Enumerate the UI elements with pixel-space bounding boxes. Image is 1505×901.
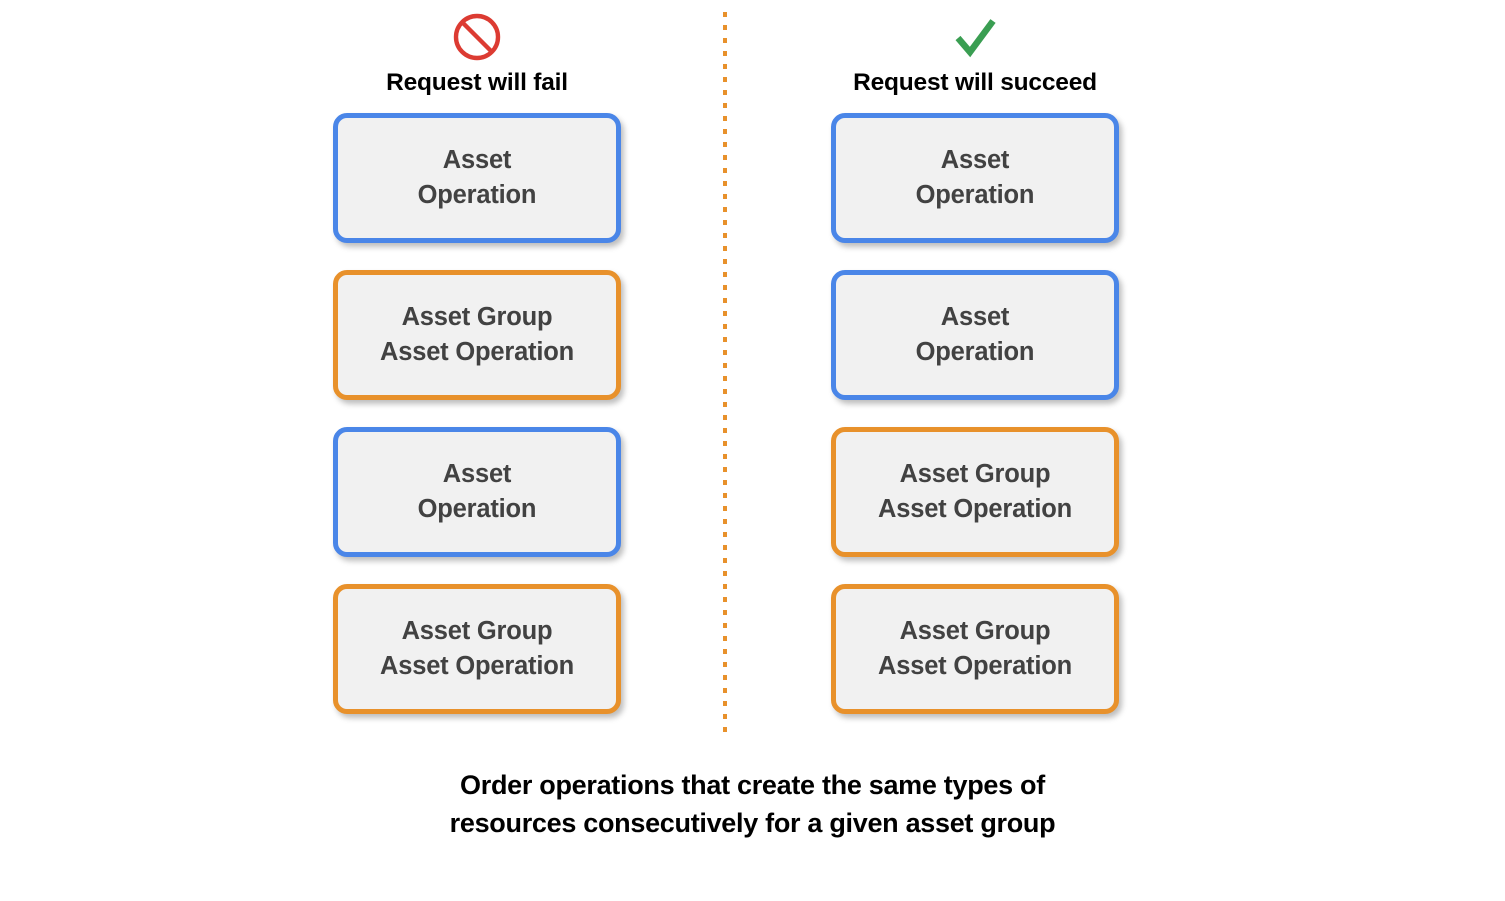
operation-box-label: Asset Group Asset Operation — [878, 459, 1072, 523]
operation-stack-fail: Asset Operation Asset Group Asset Operat… — [333, 113, 621, 714]
operation-box-label: Asset Operation — [417, 459, 537, 523]
column-header-succeed-label: Request will succeed — [853, 69, 1097, 96]
operation-box[interactable]: Asset Operation — [333, 427, 621, 557]
operation-box[interactable]: Asset Group Asset Operation — [333, 584, 621, 714]
operation-box[interactable]: Asset Group Asset Operation — [333, 270, 621, 400]
checkmark-icon — [946, 8, 1004, 66]
column-header-fail: Request will fail — [327, 8, 627, 97]
operation-box[interactable]: Asset Group Asset Operation — [831, 584, 1119, 714]
operation-box-label: Asset Group Asset Operation — [380, 302, 574, 366]
prohibited-icon — [448, 8, 506, 66]
operation-box-label: Asset Operation — [915, 302, 1035, 366]
diagram-caption: Order operations that create the same ty… — [449, 770, 1056, 839]
vertical-dotted-divider — [723, 12, 727, 735]
operation-stack-succeed: Asset Operation Asset Operation Asset Gr… — [831, 113, 1119, 714]
column-header-succeed: Request will succeed — [825, 8, 1125, 97]
operation-box-label: Asset Group Asset Operation — [878, 616, 1072, 680]
operation-box-label: Asset Operation — [417, 145, 537, 209]
operation-box[interactable]: Asset Operation — [831, 270, 1119, 400]
operation-box[interactable]: Asset Group Asset Operation — [831, 427, 1119, 557]
operation-box[interactable]: Asset Operation — [831, 113, 1119, 243]
operation-box-label: Asset Operation — [915, 145, 1035, 209]
operation-box-label: Asset Group Asset Operation — [380, 616, 574, 680]
operation-box[interactable]: Asset Operation — [333, 113, 621, 243]
column-header-fail-label: Request will fail — [386, 69, 568, 96]
